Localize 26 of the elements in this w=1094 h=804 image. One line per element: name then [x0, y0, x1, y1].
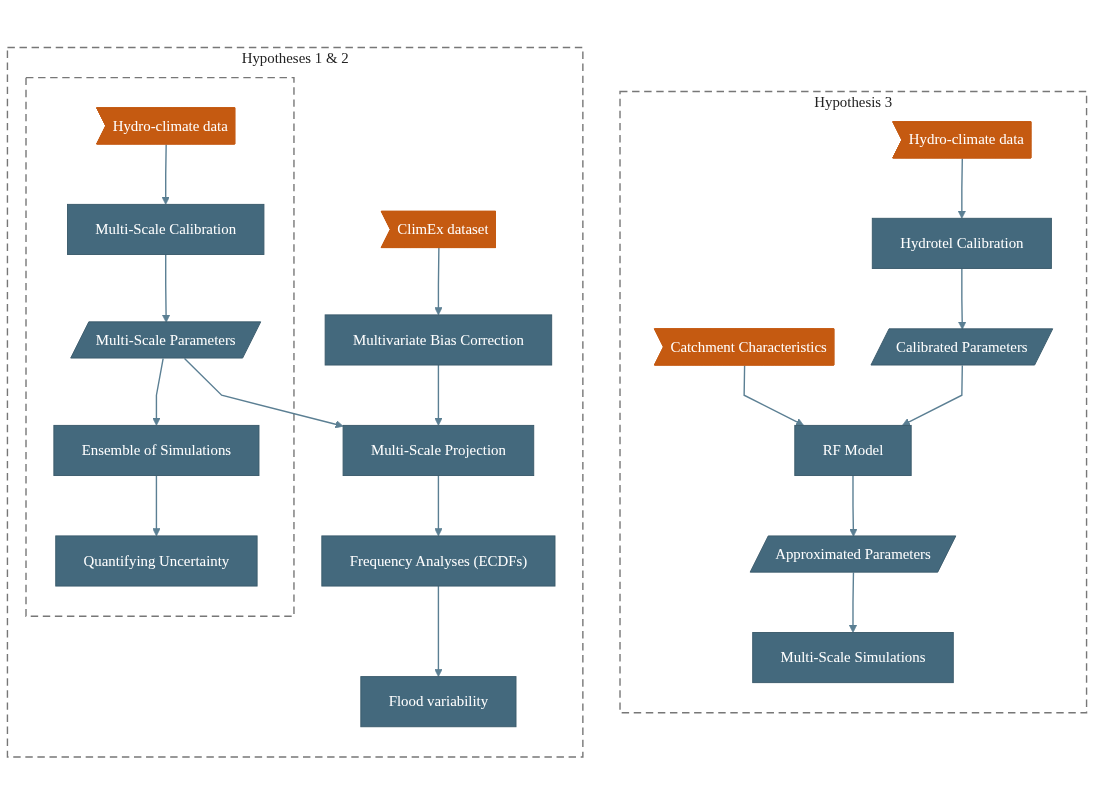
- arrow: [434, 364, 443, 426]
- node-box: Hydrotel Calibration: [871, 217, 1052, 269]
- arrow: [743, 364, 804, 426]
- arrow: [434, 474, 443, 537]
- arrow: [434, 585, 443, 677]
- node-box: Multi-Scale Calibration: [67, 203, 265, 255]
- arrow: [161, 143, 170, 205]
- arrow: [848, 571, 858, 633]
- node-box: Flood variability: [360, 675, 517, 728]
- node-box: Multivariate Bias Correction: [324, 314, 553, 366]
- node-box: Multi-Scale Simulations: [752, 631, 954, 683]
- arrow: [434, 247, 443, 316]
- arrow: [958, 267, 967, 330]
- arrow: [849, 474, 858, 537]
- arrow: [957, 157, 966, 219]
- arrow: [902, 364, 963, 426]
- arrow: [152, 357, 164, 426]
- arrow: [152, 474, 161, 537]
- node-box: RF Model: [794, 424, 912, 476]
- node-box: Ensemble of Simulations: [53, 424, 260, 476]
- arrow: [183, 357, 344, 429]
- node-box: Frequency Analyses (ECDFs): [321, 535, 556, 587]
- node-box: Quantifying Uncertainty: [55, 535, 258, 587]
- arrow: [162, 253, 171, 323]
- cluster: [25, 76, 295, 617]
- node-box: Multi-Scale Projection: [342, 424, 535, 476]
